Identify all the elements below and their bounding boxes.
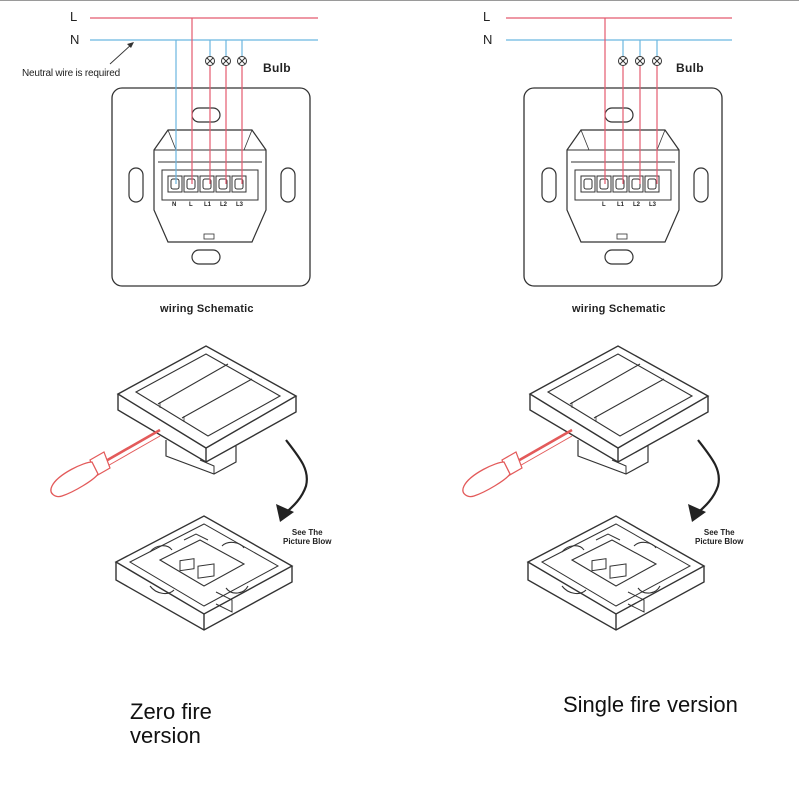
right-neutral-label: N bbox=[483, 32, 493, 47]
single-fire-version-label: Single fire version bbox=[563, 692, 738, 717]
left-schematic-caption: wiring Schematic bbox=[160, 303, 254, 315]
see-picture-line: Picture Blow bbox=[283, 537, 332, 546]
right-schematic-caption: wiring Schematic bbox=[572, 303, 666, 315]
see-picture-line: See The bbox=[291, 528, 323, 537]
right-terminal-label: L bbox=[602, 202, 606, 208]
right-wiring bbox=[506, 17, 732, 287]
left-terminal-label: L3 bbox=[236, 202, 244, 208]
see-picture-line: See The bbox=[703, 528, 735, 537]
right-line-label: L bbox=[483, 9, 491, 24]
left-terminal-label: L bbox=[189, 202, 193, 208]
right-see-picture-note: See The Picture Blow bbox=[695, 528, 743, 546]
left-switch-panel-illustration bbox=[49, 345, 308, 631]
version-line: version bbox=[130, 723, 201, 748]
see-picture-line: Picture Blow bbox=[695, 537, 744, 546]
left-terminal-label: N bbox=[172, 202, 177, 208]
top-border bbox=[0, 0, 799, 1]
left-line-label: L bbox=[70, 9, 78, 24]
left-bulb-label: Bulb bbox=[263, 61, 291, 75]
right-terminal-label: L3 bbox=[649, 202, 657, 208]
right-bulb-label: Bulb bbox=[676, 61, 704, 75]
right-switch-panel-illustration bbox=[461, 345, 720, 631]
left-terminal-label: L2 bbox=[220, 202, 228, 208]
left-wiring bbox=[90, 17, 318, 287]
left-terminal-label: L1 bbox=[204, 202, 212, 208]
left-see-picture-note: See The Picture Blow bbox=[283, 528, 331, 546]
right-terminal-label: L1 bbox=[617, 202, 625, 208]
version-line: Zero fire bbox=[130, 699, 212, 724]
left-neutral-label: N bbox=[70, 32, 80, 47]
zero-fire-version-label: Zero fire version bbox=[130, 700, 212, 748]
neutral-required-note: Neutral wire is required bbox=[22, 68, 121, 79]
right-terminal-label: L2 bbox=[633, 202, 641, 208]
